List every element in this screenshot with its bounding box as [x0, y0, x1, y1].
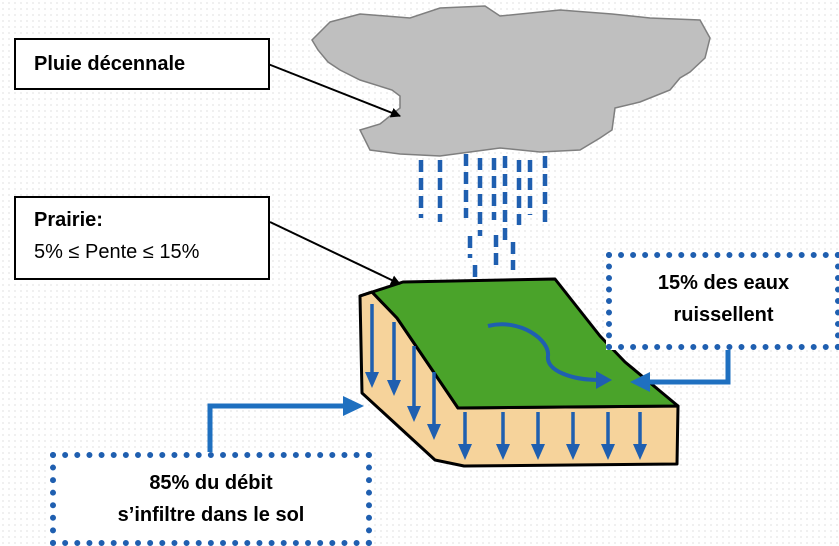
runoff-connector-arrowhead [630, 372, 650, 392]
infiltration-label-line1: 85% du débit [149, 472, 273, 494]
runoff-label: 15% des eaux ruissellent [606, 252, 839, 350]
infiltration-connector-arrowhead [343, 396, 364, 416]
rain-label-text: Pluie décennale [34, 53, 186, 75]
runoff-flow-arrowhead [596, 371, 612, 389]
runoff-label-line2: ruissellent [673, 304, 774, 326]
infiltration-label: 85% du débit s’infiltre dans le sol [50, 452, 372, 546]
rain-cloud [311, 5, 711, 157]
meadow-label: Prairie: 5% ≤ Pente ≤ 15% [14, 196, 270, 280]
meadow-label-title: Prairie: [34, 209, 103, 231]
infiltration-arrows [365, 304, 647, 460]
rain-label-pointer [267, 63, 401, 118]
infiltration-label-connector [207, 403, 345, 456]
meadow-label-pointer [269, 221, 401, 285]
runoff-label-connector [648, 347, 731, 385]
runoff-label-line1: 15% des eaux [657, 272, 790, 294]
meadow-label-slope: 5% ≤ Pente ≤ 15% [34, 241, 200, 263]
runoff-flow-arrow [487, 322, 601, 382]
rain-label: Pluie décennale [14, 38, 270, 90]
infiltration-label-line2: s’infiltre dans le sol [117, 504, 305, 526]
